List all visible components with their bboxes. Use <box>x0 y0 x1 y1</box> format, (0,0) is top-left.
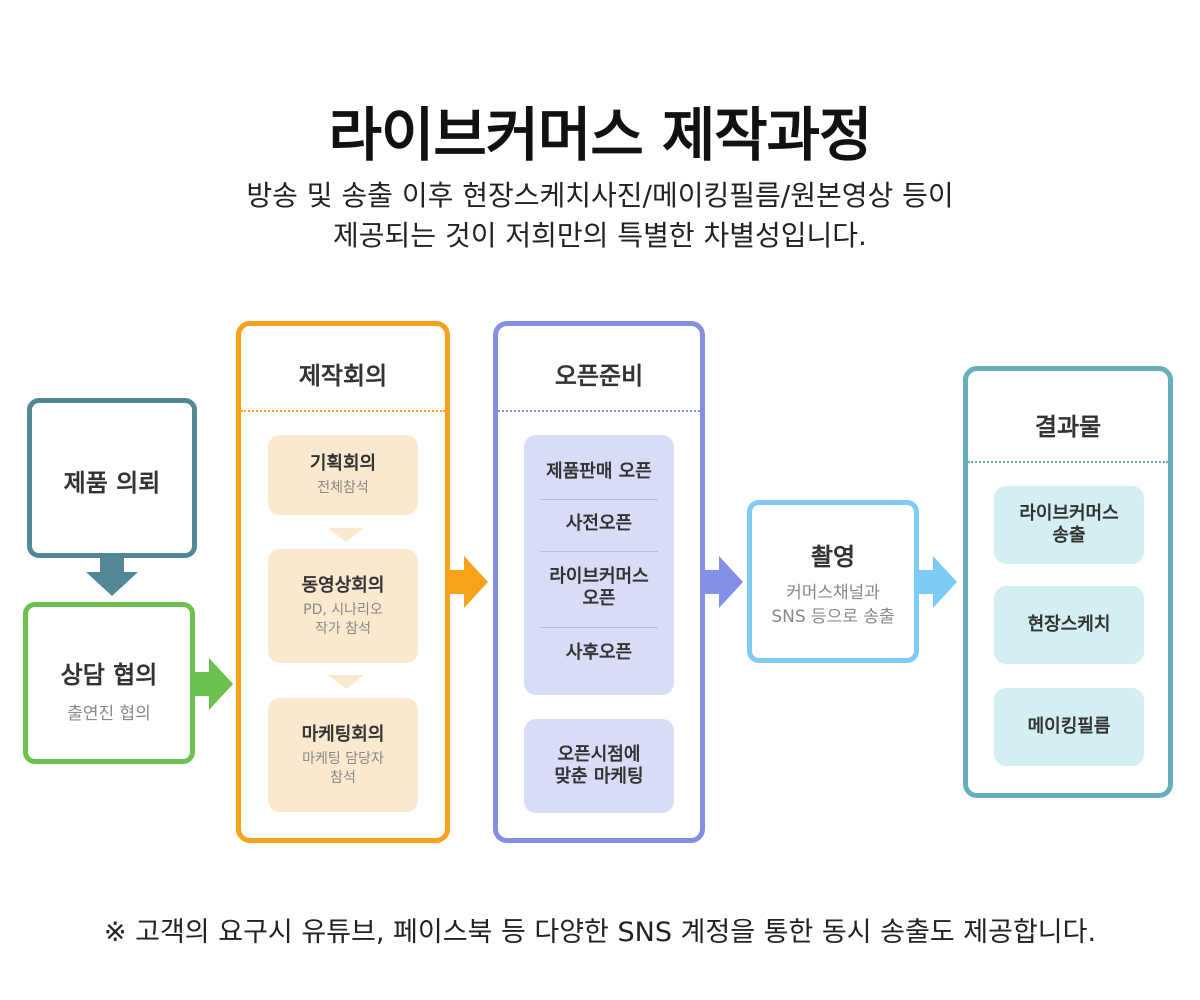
arrow-right-icon <box>450 556 488 608</box>
arrow-right-icon <box>705 556 743 608</box>
panel-results-title: 결과물 <box>1034 413 1102 441</box>
subtitle-line-2: 제공되는 것이 저희만의 특별한 차별성입니다. <box>333 219 867 252</box>
meeting-card-marketing: 마케팅회의 마케팅 담당자 참석 <box>268 698 418 812</box>
open-item-line: 라이브커머스 <box>549 566 649 587</box>
result-card-line: 메이킹필름 <box>1027 716 1111 737</box>
step-filming-title: 촬영 <box>810 543 856 571</box>
panel-open-preparation-title: 오픈준비 <box>554 362 644 390</box>
panel-production-meeting: 제작회의 기획회의 전체참석 동영상회의 PD, 시나리오 작가 참석 마케팅회… <box>236 321 450 843</box>
panel-production-meeting-title: 제작회의 <box>298 362 388 390</box>
arrow-right-icon <box>195 658 233 710</box>
step-filming-sub-line: SNS 등으로 송출 <box>771 607 895 627</box>
meeting-card-video: 동영상회의 PD, 시나리오 작가 참석 <box>268 549 418 663</box>
meeting-card-title: 기획회의 <box>309 453 377 474</box>
result-card-live-broadcast: 라이브커머스 송출 <box>994 486 1144 564</box>
triangle-down-icon <box>328 528 364 542</box>
open-item: 사전오픈 <box>565 513 633 534</box>
dotted-divider <box>968 461 1168 463</box>
open-marketing-line: 맞춘 마케팅 <box>554 766 644 787</box>
open-item-line: 오픈 <box>582 588 616 609</box>
page-subtitle: 방송 및 송출 이후 현장스케치사진/메이킹필름/원본영상 등이 제공되는 것이… <box>0 176 1200 256</box>
arrow-down-icon <box>86 558 138 596</box>
panel-open-preparation: 오픈준비 제품판매 오픈 사전오픈 라이브커머스 오픈 사후오픈 오픈시점에 맞… <box>493 321 705 843</box>
result-card-line: 라이브커머스 <box>1019 503 1119 524</box>
meeting-card-title: 마케팅회의 <box>301 724 385 745</box>
step-consultation-sub: 출연진 협의 <box>67 704 151 724</box>
step-filming: 촬영 커머스채널과 SNS 등으로 송출 <box>747 500 919 663</box>
open-items-group: 제품판매 오픈 사전오픈 라이브커머스 오픈 사후오픈 <box>524 435 674 695</box>
result-card-making-film: 메이킹필름 <box>994 688 1144 766</box>
step-filming-sub: 커머스채널과 SNS 등으로 송출 <box>752 581 914 629</box>
step-consultation-title: 상담 협의 <box>60 661 158 689</box>
step-product-request: 제품 의뢰 <box>27 398 197 558</box>
meeting-card-sub-line: 참석 <box>330 770 356 786</box>
meeting-card-planning: 기획회의 전체참석 <box>268 435 418 515</box>
open-marketing-line: 오픈시점에 <box>557 744 641 765</box>
step-consultation: 상담 협의 출연진 협의 <box>23 602 195 764</box>
meeting-card-sub: 마케팅 담당자 참석 <box>268 750 418 788</box>
meeting-card-sub-line: PD, 시나리오 <box>303 602 383 618</box>
result-card-line: 현장스케치 <box>1027 614 1111 635</box>
open-item: 라이브커머스 오픈 <box>536 566 662 610</box>
open-item-divider <box>540 499 658 500</box>
dotted-divider <box>241 410 445 412</box>
open-item: 사후오픈 <box>565 642 633 663</box>
footnote: ※ 고객의 요구시 유튜브, 페이스북 등 다양한 SNS 계정을 통한 동시 … <box>103 917 1097 948</box>
open-item-divider <box>540 627 658 628</box>
open-item-divider <box>540 551 658 552</box>
meeting-card-title: 동영상회의 <box>301 575 385 596</box>
open-item: 제품판매 오픈 <box>546 461 652 482</box>
open-marketing-card: 오픈시점에 맞춘 마케팅 <box>524 719 674 813</box>
panel-results: 결과물 라이브커머스 송출 현장스케치 메이킹필름 <box>963 366 1173 798</box>
meeting-card-sub-line: 작가 참석 <box>315 621 371 637</box>
arrow-right-icon <box>919 556 957 608</box>
meeting-card-sub-line: 마케팅 담당자 <box>302 751 384 767</box>
step-product-request-title: 제품 의뢰 <box>63 469 161 497</box>
page-title: 라이브커머스 제작과정 <box>328 101 873 169</box>
result-card-line: 송출 <box>1052 525 1086 546</box>
meeting-card-sub: 전체참석 <box>317 480 369 496</box>
result-card-site-sketch: 현장스케치 <box>994 586 1144 664</box>
triangle-down-icon <box>328 675 364 689</box>
dotted-divider <box>498 410 700 412</box>
step-filming-sub-line: 커머스채널과 <box>786 583 880 603</box>
meeting-card-sub: PD, 시나리오 작가 참석 <box>268 601 418 639</box>
subtitle-line-1: 방송 및 송출 이후 현장스케치사진/메이킹필름/원본영상 등이 <box>246 179 954 212</box>
